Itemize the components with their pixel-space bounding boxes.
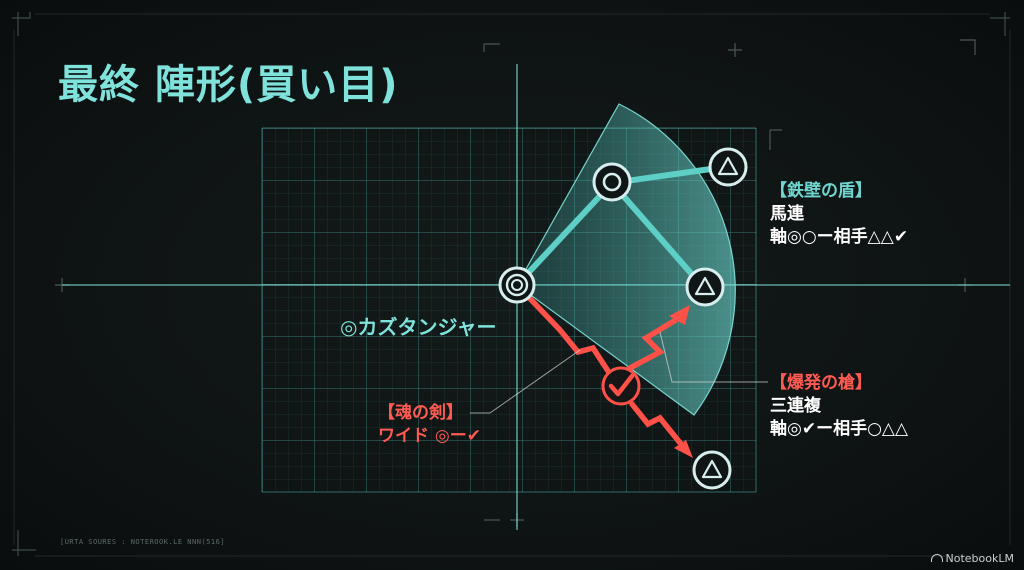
main-horse-label: ◎カズタンジャー [340,315,497,339]
shield-fan [516,103,736,416]
spear-title: 【爆発の槍】 [770,373,872,393]
node-center [498,266,536,304]
shield-title: 【鉄壁の盾】 [770,181,872,201]
sword-label: 【魂の剣】 ワイド ◎ー✔ [378,402,481,448]
brand-name: NotebookLM [945,552,1014,565]
red-arrowheads [669,305,693,458]
brand-watermark: NotebookLM [930,552,1014,565]
sword-title: 【魂の剣】 [378,403,463,423]
node-triangle-top [708,147,748,187]
spear-label: 【爆発の槍】 三連複 軸◎✔ー相手○△△ [770,372,908,441]
shield-combo: 軸◎○ー相手△△✔ [770,227,909,247]
page-title: 最終 陣形(買い目) [58,62,399,108]
shield-bet-type: 馬連 [770,204,804,224]
node-triangle-mid [685,267,725,307]
node-circle [592,162,632,202]
sword-combo: ワイド ◎ー✔ [378,426,481,446]
footer-source: [URTA SOURES : NOTEROOK.LE NNN(516] [60,538,226,546]
node-check [601,366,641,406]
spear-combo: 軸◎✔ー相手○△△ [770,419,909,439]
notebooklm-icon [930,554,943,562]
shield-label: 【鉄壁の盾】 馬連 軸◎○ー相手△△✔ [770,180,908,249]
spear-bet-type: 三連複 [770,396,821,416]
node-triangle-bottom [692,450,732,490]
leader-lines [470,331,768,414]
